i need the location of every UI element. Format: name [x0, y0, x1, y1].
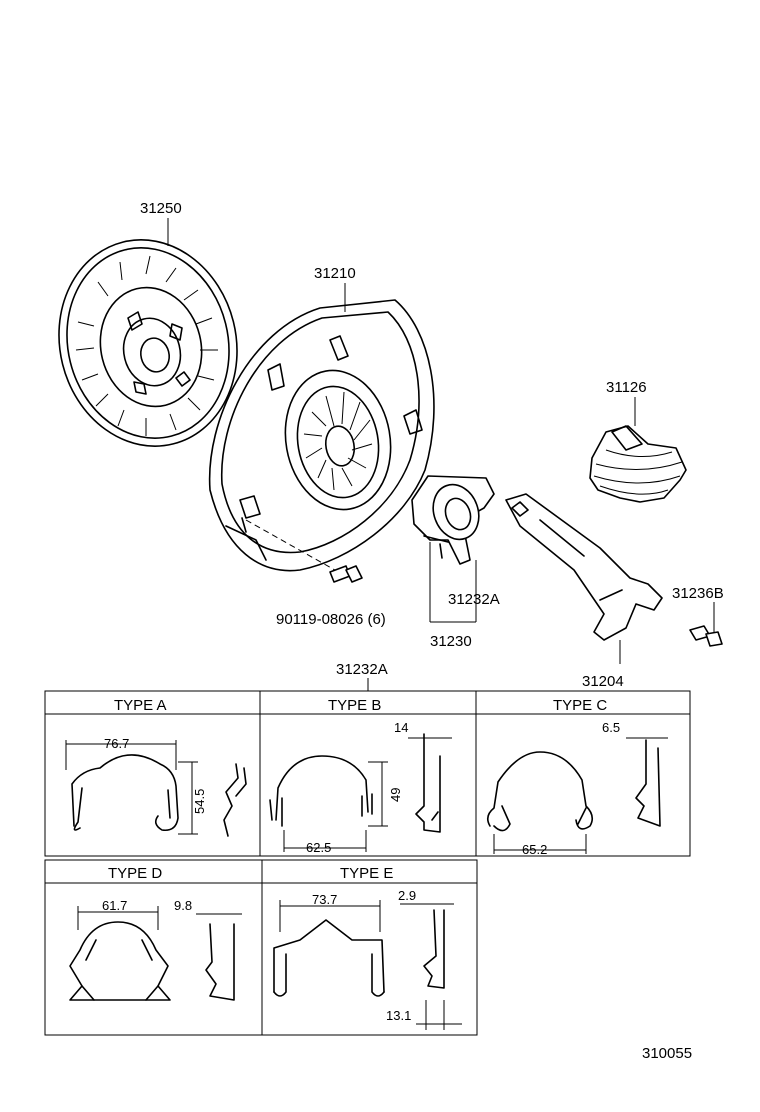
- clutch-disc-drawing: [58, 239, 238, 447]
- type-a-title: TYPE A: [114, 697, 167, 714]
- label-31250: 31250: [140, 200, 182, 217]
- type-d-width: 61.7: [102, 898, 127, 913]
- type-e-title: TYPE E: [340, 865, 393, 882]
- type-b-height: 49: [388, 788, 403, 802]
- type-e-width: 73.7: [312, 892, 337, 907]
- type-c-thickness: 6.5: [602, 720, 620, 735]
- type-b-clip: 62.5 49 14: [269, 720, 452, 855]
- type-e-thickness: 2.9: [398, 888, 416, 903]
- type-a-height: 54.5: [192, 789, 207, 814]
- type-d-thickness: 9.8: [174, 898, 192, 913]
- clutch-cover-drawing: [208, 299, 435, 572]
- label-31232a-table: 31232A: [336, 661, 388, 678]
- label-31210: 31210: [314, 265, 356, 282]
- type-a-clip: 76.7 54.5: [65, 736, 247, 837]
- table-row-2-frame: [44, 859, 478, 1036]
- label-bolt: 90119-08026 (6): [276, 611, 386, 628]
- type-c-width: 65.2: [522, 842, 547, 857]
- label-31230: 31230: [430, 633, 472, 650]
- release-fork-drawing: [505, 493, 663, 641]
- diagram-code: 310055: [642, 1045, 692, 1062]
- label-31126: 31126: [606, 379, 647, 396]
- type-e-clip: 73.7 2.9 13.1: [273, 888, 462, 1030]
- type-e-depth: 13.1: [386, 1008, 411, 1023]
- type-c-clip: 65.2 6.5: [486, 720, 668, 857]
- clip-type-table: TYPE A TYPE B TYPE C TYPE D TYPE E 76.7 …: [44, 690, 691, 1036]
- type-a-width: 76.7: [104, 736, 129, 751]
- label-31204: 31204: [582, 673, 624, 690]
- table-row-1-frame: [44, 690, 691, 857]
- type-b-title: TYPE B: [328, 697, 381, 714]
- type-c-title: TYPE C: [553, 697, 607, 714]
- release-bearing-drawing: [411, 475, 495, 565]
- fork-bolt-drawing: [689, 602, 723, 647]
- bolt-drawing: [245, 519, 363, 583]
- type-b-width: 62.5: [306, 840, 331, 855]
- type-d-clip: 61.7 9.8: [69, 898, 242, 1001]
- boot-drawing: [589, 425, 687, 503]
- label-31236b: 31236B: [672, 585, 724, 602]
- label-31232a-top: 31232A: [448, 591, 500, 608]
- type-d-title: TYPE D: [108, 865, 162, 882]
- type-b-thickness: 14: [394, 720, 408, 735]
